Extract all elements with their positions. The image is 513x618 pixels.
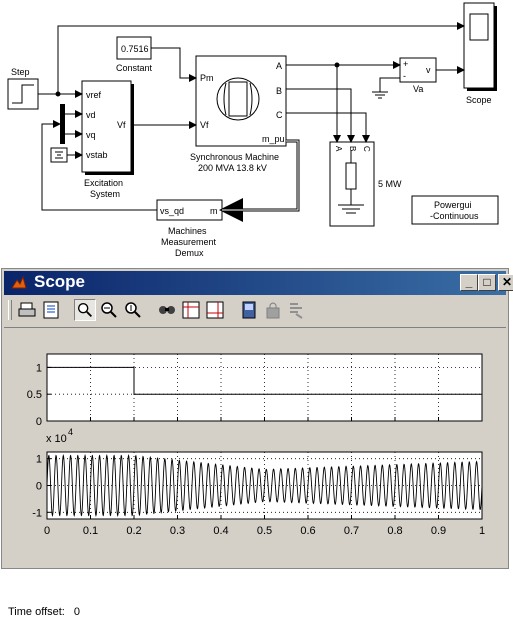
lock-icon[interactable] — [262, 299, 284, 321]
y-multiplier: x 10 — [46, 433, 67, 445]
window-title: Scope — [34, 272, 86, 291]
load-port-a: A — [334, 146, 343, 152]
voltmeter-port-v: v — [426, 65, 431, 75]
zero-block[interactable] — [50, 147, 68, 163]
load-label: 5 MW — [378, 179, 402, 189]
floating-scope-icon[interactable] — [238, 299, 260, 321]
signal-lines — [38, 22, 465, 222]
x-tick-label: 0.8 — [387, 525, 402, 537]
scope-titlebar[interactable]: Scope _ □ ✕ — [4, 271, 513, 295]
restore-axes-icon[interactable] — [204, 299, 226, 321]
minimize-button[interactable]: _ — [460, 274, 478, 291]
time-offset-label: Time offset: — [8, 606, 65, 618]
maximize-button[interactable]: □ — [478, 274, 496, 291]
x-tick-label: 0.3 — [170, 525, 185, 537]
matlab-icon — [11, 275, 27, 289]
x-tick-label: 0.6 — [300, 525, 315, 537]
x-tick-label: 0.2 — [126, 525, 141, 537]
x-tick-label: 0.7 — [344, 525, 359, 537]
time-offset-value: 0 — [73, 606, 81, 618]
zoom-y-icon[interactable] — [122, 299, 144, 321]
axis-2-xticks: 0 0.1 0.2 0.3 0.4 0.5 0.6 0.7 0.8 0.9 1 — [44, 525, 485, 537]
x-tick-label: 0.4 — [213, 525, 228, 537]
x-tick-label: 0.9 — [431, 525, 446, 537]
parameters-icon[interactable] — [40, 299, 62, 321]
voltmeter-port-plus: + — [403, 59, 408, 69]
y-tick-label: 0 — [36, 416, 42, 428]
y-multiplier-exponent: 4 — [68, 427, 73, 437]
machine-port-pm: Pm — [200, 73, 214, 83]
x-tick-label: 0 — [44, 525, 50, 537]
demux-label-3: Demux — [175, 248, 204, 258]
step-block[interactable] — [7, 78, 39, 110]
demux-bar[interactable] — [60, 104, 65, 144]
y-tick-label: 1 — [36, 362, 42, 374]
powergui-label-1: Powergui — [434, 200, 472, 210]
x-tick-label: 1 — [479, 525, 485, 537]
demux-port-m: m — [210, 206, 218, 216]
machine-port-vf: Vf — [200, 120, 209, 130]
excitation-port-vf: Vf — [117, 120, 126, 130]
simulink-diagram: Step 0.7516 Constant vref vd vq vstab Vf… — [0, 0, 513, 266]
demux-label-1: Machines — [168, 226, 207, 236]
excitation-port-vref: vref — [86, 90, 102, 100]
load-port-c: C — [362, 146, 371, 152]
scope-toolbar — [4, 297, 506, 325]
x-tick-label: 0.5 — [257, 525, 272, 537]
series-1-line — [47, 366, 482, 395]
print-icon[interactable] — [16, 299, 38, 321]
y-tick-label: 0.5 — [27, 389, 42, 401]
machine-label-1: Synchronous Machine — [190, 152, 279, 162]
excitation-port-vq: vq — [86, 130, 96, 140]
y-tick-label: 0 — [36, 481, 42, 493]
x-tick-label: 0.1 — [83, 525, 98, 537]
axis-1-yticks: 00.51 — [27, 362, 42, 428]
machine-label-2: 200 MVA 13.8 kV — [198, 163, 267, 173]
zoom-icon[interactable] — [74, 299, 96, 321]
y-tick-label: -1 — [32, 507, 42, 519]
synchronous-machine-block[interactable] — [195, 55, 287, 147]
excitation-label-2: System — [90, 189, 120, 199]
voltmeter-block[interactable] — [399, 57, 437, 83]
zoom-x-icon[interactable] — [98, 299, 120, 321]
status-bar: Time offset: 0 — [8, 606, 80, 618]
autoscale-icon[interactable] — [156, 299, 178, 321]
load-port-b: B — [348, 146, 357, 151]
scope-window: Scope _ □ ✕ — [1, 268, 513, 618]
excitation-port-vstab: vstab — [86, 150, 108, 160]
axis-1-background — [46, 353, 483, 422]
demux-label-2: Measurement — [161, 237, 217, 247]
excitation-system-block[interactable] — [81, 80, 134, 175]
load-block[interactable] — [329, 141, 375, 227]
series-2-line — [46, 454, 483, 517]
constant-value: 0.7516 — [121, 44, 149, 54]
excitation-port-vd: vd — [86, 110, 96, 120]
constant-label: Constant — [116, 63, 153, 73]
powergui-block[interactable] — [411, 195, 499, 225]
scope-block[interactable] — [463, 2, 497, 91]
step-label: Step — [11, 67, 30, 77]
machine-port-a: A — [276, 61, 282, 71]
voltmeter-label: Va — [413, 84, 423, 94]
powergui-label-2: -Continuous — [430, 211, 479, 221]
axis-2-yticks: -1 0 1 — [32, 454, 42, 520]
save-axes-icon[interactable] — [180, 299, 202, 321]
scope-label: Scope — [466, 95, 492, 105]
signal-selection-icon[interactable] — [286, 299, 308, 321]
machine-port-m-pu: m_pu — [262, 134, 285, 144]
voltmeter-port-minus: - — [403, 71, 406, 81]
machine-port-b: B — [276, 86, 282, 96]
close-button[interactable]: ✕ — [498, 274, 513, 291]
y-tick-label: 1 — [36, 454, 42, 466]
excitation-label-1: Excitation — [84, 178, 123, 188]
demux-port-vs-qd: vs_qd — [160, 206, 184, 216]
machine-port-c: C — [276, 110, 283, 120]
